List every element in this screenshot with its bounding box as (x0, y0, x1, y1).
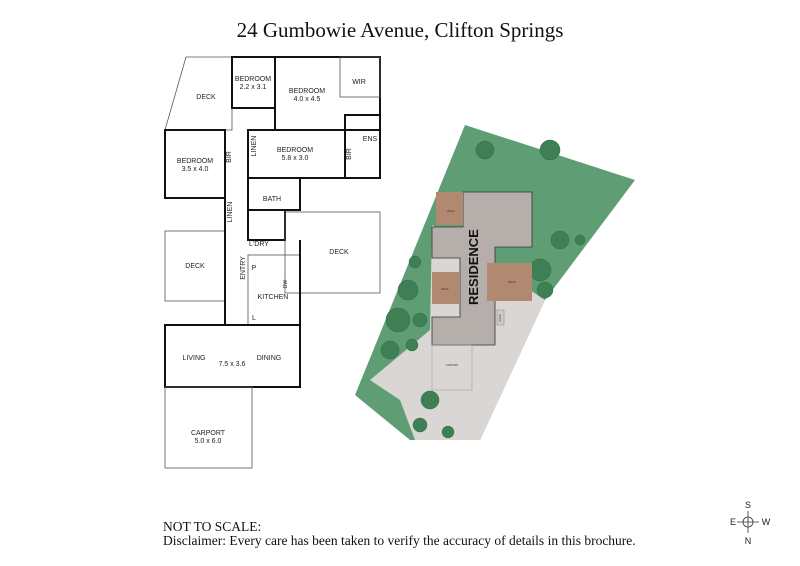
room-label: KITCHEN (258, 294, 289, 301)
linen-label: LINEN (227, 202, 234, 223)
bir-label: BIR (226, 151, 233, 163)
site-label: SHED (498, 314, 502, 321)
deck-top-left (164, 56, 233, 131)
room-dims: 5.0 x 6.0 (195, 438, 222, 445)
room-label: BEDROOM (235, 76, 271, 83)
room-label: ENS (363, 136, 378, 143)
deck-right (284, 211, 381, 294)
room-label: DECK (185, 263, 205, 270)
room-label: BEDROOM (177, 158, 213, 165)
room-label: WIR (352, 79, 366, 86)
compass: S E W N (730, 500, 771, 546)
linen-short-label: L (252, 315, 256, 322)
shed (496, 309, 505, 326)
entry-label: ENTRY (240, 256, 247, 280)
compass-s: S (745, 500, 751, 510)
page-title: 24 Gumbowie Avenue, Clifton Springs (236, 18, 564, 42)
hall-wall (165, 198, 226, 326)
ensuite (344, 114, 381, 179)
residence (431, 191, 533, 346)
compass-w: W (762, 517, 771, 527)
laundry (247, 209, 286, 241)
bathroom (247, 177, 301, 211)
room-label: DECK (329, 249, 349, 256)
room-label: BEDROOM (289, 88, 325, 95)
room-label: BEDROOM (277, 147, 313, 154)
bir-label: BIR (346, 148, 353, 160)
site-plan: DECK DECK DECK SHED CARPORT RESIDENCE (355, 125, 635, 440)
compass-n: N (745, 536, 752, 546)
deck-site-2 (432, 272, 459, 304)
site-label: DECK (508, 280, 515, 284)
bedroom-3 (247, 129, 346, 179)
room-label: LIVING (183, 355, 206, 362)
room-label: DINING (257, 355, 282, 362)
room-dims: 7.5 x 3.6 (219, 361, 246, 368)
room-label: DECK (196, 94, 216, 101)
room-dims: 5.8 x 3.0 (282, 155, 309, 162)
room-dims: 4.0 x 4.5 (294, 96, 321, 103)
compass-e: E (730, 517, 736, 527)
linen-label: LINEN (251, 136, 258, 157)
disclaimer: Disclaimer: Every care has been taken to… (163, 533, 636, 548)
site-label: DECK (441, 287, 448, 291)
room-label: CARPORT (191, 430, 226, 437)
carport (164, 386, 253, 469)
site-label: DECK (447, 209, 454, 213)
bedroom-4 (164, 129, 226, 199)
room-label: L'DRY (249, 241, 269, 248)
wir (339, 56, 381, 98)
deck-site-3 (487, 263, 532, 301)
pantry-label: P (252, 265, 257, 272)
scale-note: NOT TO SCALE: (163, 519, 262, 534)
residence-label: RESIDENCE (466, 229, 481, 305)
trees (380, 139, 586, 439)
room-label: BATH (263, 196, 281, 203)
room-dims: 2.2 x 3.1 (240, 84, 267, 91)
room-dims: 3.5 x 4.0 (182, 166, 209, 173)
dishwasher-label: DW (283, 280, 289, 289)
deck-site-1 (436, 192, 463, 225)
site-label: CARPORT (446, 363, 459, 367)
floor-plan: DECK BEDROOM 2.2 x 3.1 BEDROOM 4.0 x 4.5… (164, 56, 381, 469)
carport-site (431, 344, 473, 391)
